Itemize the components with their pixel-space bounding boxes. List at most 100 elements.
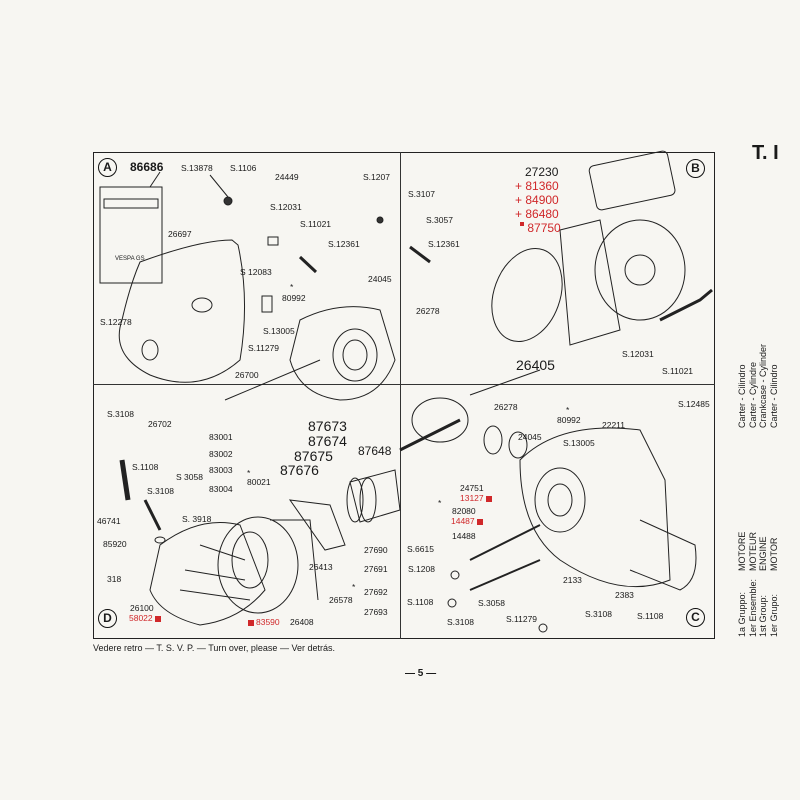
corner-label-d: D bbox=[98, 609, 117, 628]
part-label: S.1207 bbox=[363, 172, 390, 182]
group-name: MOTEUR bbox=[747, 532, 758, 571]
part-label-red: 58022 bbox=[129, 614, 161, 623]
part-label: 318 bbox=[107, 574, 122, 584]
part-label: 80992 bbox=[282, 293, 306, 303]
group-line: 1a Gruppo:MOTORE bbox=[737, 532, 748, 637]
footer-note: Vedere retro — T. S. V. P. — Turn over, … bbox=[93, 643, 335, 653]
part-label: 26278 bbox=[494, 402, 518, 412]
part-label: 83003 bbox=[209, 465, 233, 475]
part-label: 26278 bbox=[416, 306, 440, 316]
part-label-red: 87750 bbox=[518, 222, 561, 234]
title-line: Crankcase - Cylinder bbox=[758, 343, 768, 428]
tag-text: VESPA GS bbox=[115, 256, 145, 262]
part-label: 24751 bbox=[460, 483, 484, 493]
part-number: 13127 bbox=[460, 493, 484, 503]
flywheel-fan-drawing bbox=[594, 219, 686, 321]
title-line: Carter - Cilindro bbox=[768, 364, 779, 428]
part-label: S 3058 bbox=[176, 472, 203, 482]
part-label: 87673 bbox=[308, 418, 347, 434]
part-number: 87750 bbox=[527, 221, 561, 235]
part-label: S.1106 bbox=[230, 163, 257, 173]
part-label: 86686 bbox=[130, 160, 164, 174]
part-label: S.3057 bbox=[426, 215, 453, 225]
part-label: S.3058 bbox=[478, 598, 505, 608]
piston-drawing bbox=[349, 469, 401, 523]
clutch-drum-drawing bbox=[491, 248, 563, 342]
part-label: S. 3918 bbox=[182, 514, 212, 524]
part-label: S.3108 bbox=[447, 617, 474, 627]
part-label: S.1108 bbox=[132, 462, 159, 472]
group-line: 1er Ensemble: MOTEUR bbox=[748, 532, 759, 637]
part-label: 85920 bbox=[103, 539, 127, 549]
part-label: S.11021 bbox=[662, 366, 694, 376]
part-label: 26700 bbox=[235, 370, 259, 380]
asterisk-mark: * bbox=[290, 282, 294, 292]
group-label: 1er Ensemble: bbox=[747, 578, 758, 637]
new-part-marker-icon bbox=[476, 518, 483, 525]
new-part-marker-icon bbox=[520, 222, 524, 226]
part-label: 26100 bbox=[130, 603, 154, 613]
section-title: Carter - Cilindro Carter - Cylindre Cran… bbox=[737, 344, 779, 428]
group-name: MOTOR bbox=[768, 537, 779, 571]
part-label: S.12031 bbox=[270, 202, 302, 212]
part-label: 26578 bbox=[329, 595, 353, 605]
part-label: S.11279 bbox=[248, 343, 280, 353]
part-label: S.1108 bbox=[407, 597, 434, 607]
corner-label-b: B bbox=[686, 159, 705, 178]
diagram-frame bbox=[93, 152, 715, 639]
group-line: 1st Group:ENGINE bbox=[758, 532, 769, 637]
group-label: 1st Group: bbox=[758, 594, 768, 637]
part-label: 27690 bbox=[364, 545, 388, 555]
part-label: 24045 bbox=[368, 274, 392, 284]
part-label: 26697 bbox=[168, 229, 192, 239]
part-label: 22211 bbox=[602, 420, 626, 430]
part-label: 27230 bbox=[525, 165, 559, 179]
new-part-marker-icon bbox=[485, 495, 492, 502]
asterisk-mark: * bbox=[438, 498, 442, 508]
new-part-marker-icon bbox=[248, 619, 254, 626]
part-label: 26413 bbox=[309, 562, 333, 572]
flywheel-cover-drawing bbox=[118, 239, 246, 383]
part-label: 26408 bbox=[290, 617, 314, 627]
part-label: S.12361 bbox=[328, 239, 360, 249]
base-gasket-drawing bbox=[288, 499, 346, 551]
air-filter-drawing bbox=[588, 150, 676, 211]
corner-label-a: A bbox=[98, 158, 117, 177]
part-label: S.3108 bbox=[147, 486, 174, 496]
page-number: — 5 — bbox=[405, 668, 437, 679]
crankcase-drawing bbox=[519, 427, 671, 588]
part-number: 14487 bbox=[451, 516, 475, 526]
part-label: 80021 bbox=[247, 477, 271, 487]
part-label: 26405 bbox=[516, 357, 555, 373]
part-label: S.12031 bbox=[622, 349, 654, 359]
cylinder-head-drawing bbox=[149, 522, 266, 626]
quadrant-divider-vertical bbox=[400, 152, 401, 639]
plate-number: T. I bbox=[752, 142, 779, 164]
part-label: 24045 bbox=[518, 432, 542, 442]
group-label: 1a Gruppo: bbox=[737, 591, 747, 637]
part-label: S.11279 bbox=[506, 614, 538, 624]
asterisk-mark: * bbox=[247, 468, 251, 478]
part-label: S.3108 bbox=[585, 609, 612, 619]
part-label: S 12083 bbox=[240, 267, 272, 277]
part-label: 27691 bbox=[364, 564, 388, 574]
part-label: S.13005 bbox=[263, 326, 295, 336]
part-label: 83001 bbox=[209, 432, 233, 442]
part-label: 24449 bbox=[275, 172, 299, 182]
asterisk-mark: * bbox=[352, 582, 356, 592]
part-label: 2133 bbox=[563, 575, 582, 585]
instruction-tag-drawing bbox=[99, 186, 163, 284]
part-label: 83004 bbox=[209, 484, 233, 494]
title-line: Carter - Cylindre bbox=[747, 361, 758, 428]
part-label: 80992 bbox=[557, 415, 581, 425]
part-label-red: + 84900 bbox=[515, 193, 559, 207]
part-label: 27692 bbox=[364, 587, 388, 597]
crankshaft-drawing bbox=[411, 397, 469, 443]
group-title: 1a Gruppo:MOTORE 1er Ensemble: MOTEUR 1st… bbox=[737, 532, 779, 637]
part-label-red: 83590 bbox=[248, 618, 280, 627]
part-label: 46741 bbox=[97, 516, 121, 526]
part-label: S.1108 bbox=[637, 611, 664, 621]
part-label: S.13005 bbox=[563, 438, 595, 448]
part-label: 87676 bbox=[280, 462, 319, 478]
